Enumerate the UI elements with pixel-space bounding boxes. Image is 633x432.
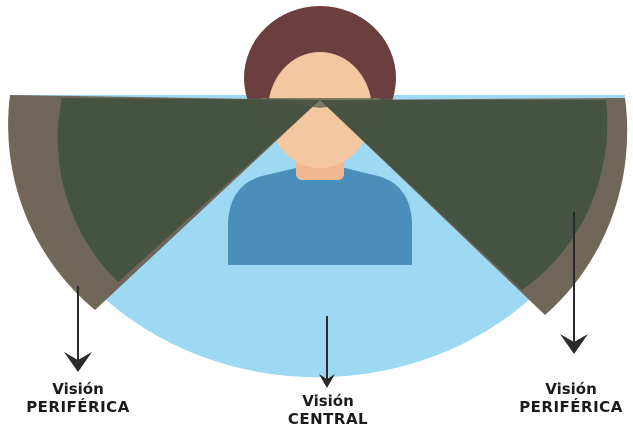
label-central: Visión CENTRAL [258,392,398,428]
label-peripheral-left-line1: Visión [8,380,148,398]
label-peripheral-right-line1: Visión [506,380,633,398]
person-body [228,168,412,265]
label-central-line1: Visión [258,392,398,410]
label-peripheral-right: Visión PERIFÉRICA [506,380,633,416]
label-peripheral-right-line2: PERIFÉRICA [506,398,633,416]
label-peripheral-left: Visión PERIFÉRICA [8,380,148,416]
label-peripheral-left-line2: PERIFÉRICA [8,398,148,416]
label-central-line2: CENTRAL [258,410,398,428]
